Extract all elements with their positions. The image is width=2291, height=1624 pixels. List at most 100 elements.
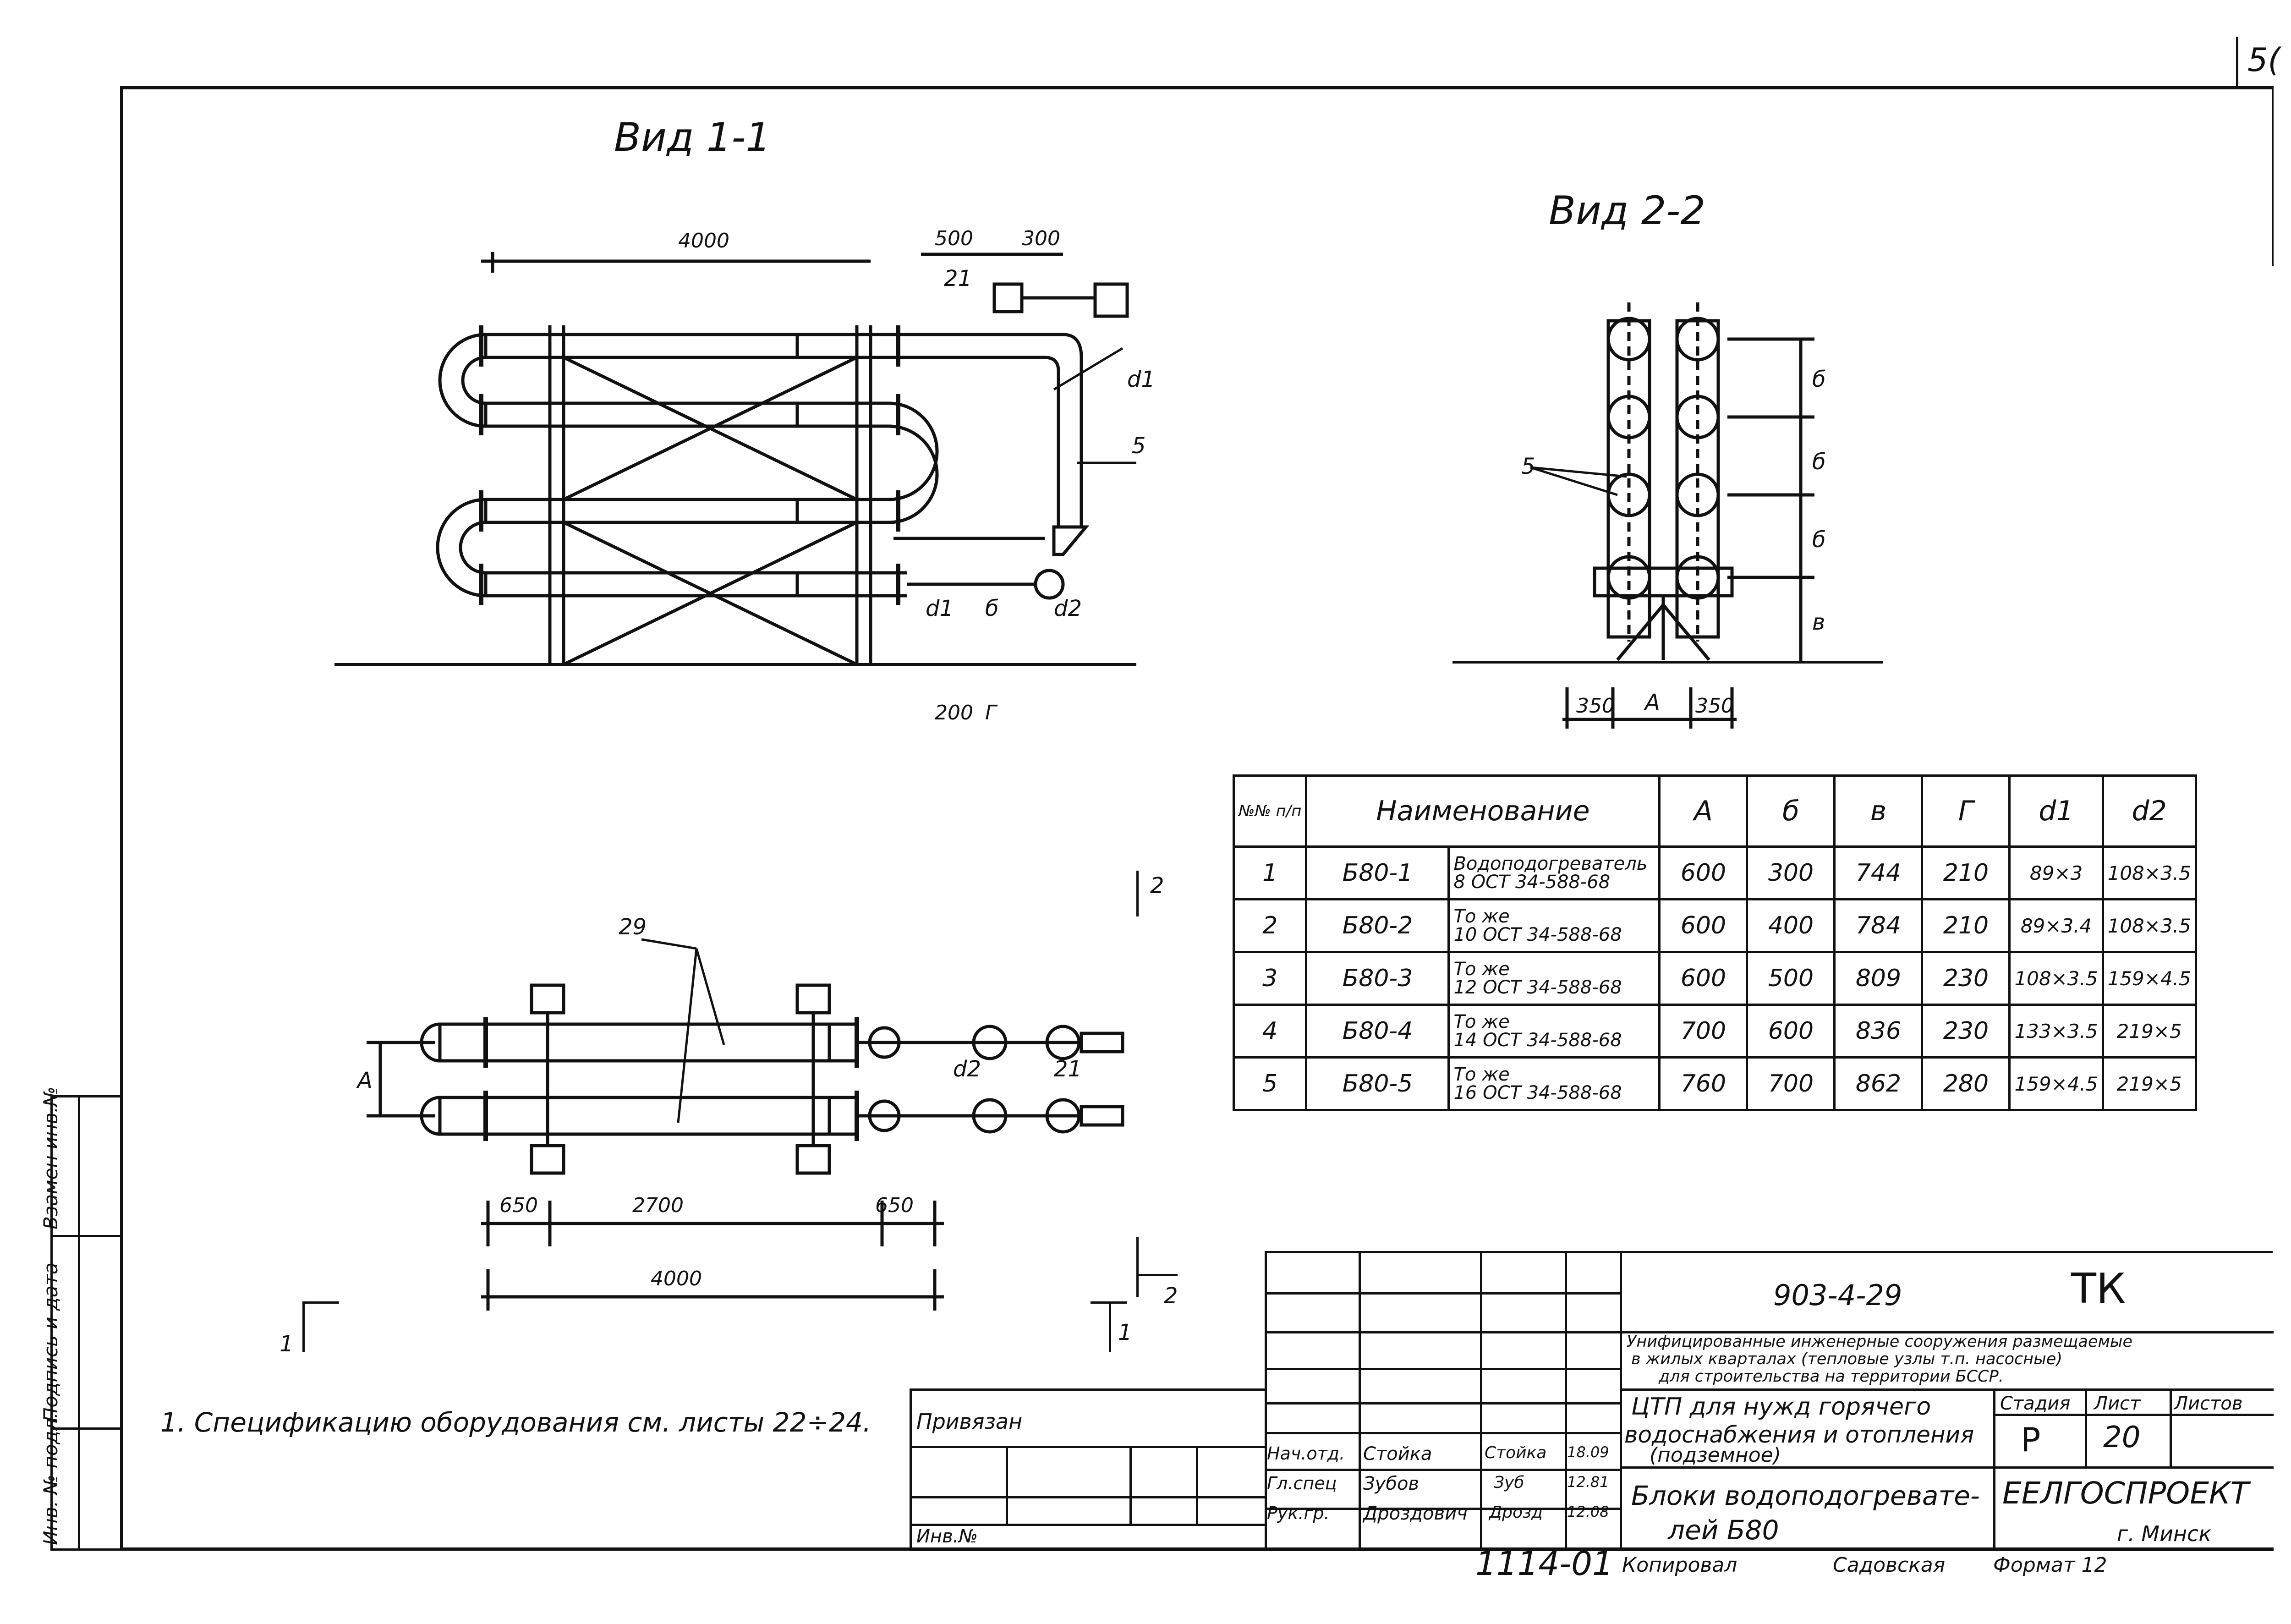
- tb-linked-c1: [1006, 1446, 1008, 1524]
- tube-2: [484, 401, 799, 428]
- header-v: в: [1833, 774, 1924, 848]
- tb-sheet-label: Лист: [2094, 1393, 2141, 1414]
- view-1-label-d2: d2: [1054, 596, 1082, 621]
- tb-main-r3: [1620, 1466, 2274, 1469]
- tb-main-c3: [2170, 1388, 2172, 1466]
- side-signature-label: Подпись и дата: [39, 1262, 62, 1422]
- row-a: 700: [1658, 1004, 1748, 1059]
- tb-city: г. Минск: [2117, 1521, 2212, 1546]
- tb-linked-c2: [1129, 1446, 1132, 1524]
- tb-linked-c3: [1196, 1446, 1198, 1524]
- side-stamp-divider: [78, 1095, 80, 1551]
- tb-archive-number: 1114-01: [1475, 1544, 1613, 1583]
- view-2-drawing: [1452, 302, 1883, 729]
- row-d1: 133×3.5: [2008, 1004, 2104, 1059]
- row-desc-1: То же: [1453, 1064, 1510, 1085]
- row-g: 280: [1921, 1056, 2011, 1111]
- view-2-dim-a: А: [1645, 690, 1660, 715]
- plan-gauge-lower: [1080, 1105, 1124, 1127]
- view-1-label-5: 5: [1132, 433, 1146, 459]
- tb-bottom-line: [910, 1549, 2274, 1551]
- row-code: Б80-5: [1305, 1056, 1450, 1111]
- u-bend-right: [888, 401, 939, 501]
- tb-sign-1: Стойка: [1485, 1443, 1547, 1462]
- row-b: 500: [1746, 951, 1836, 1006]
- tb-left-line: [1265, 1251, 1267, 1551]
- valve-lower: [1034, 569, 1065, 600]
- view-1-dim-200: 200: [935, 701, 973, 724]
- tb-col-4: [1620, 1251, 1622, 1549]
- tb-row-2: [1265, 1331, 1620, 1333]
- tb-main-r2: [1620, 1388, 2274, 1391]
- tb-sign-3: Дрозд: [1489, 1503, 1543, 1522]
- tb-role-1: Нач.отд.: [1267, 1443, 1345, 1464]
- plan-tube-lower: [438, 1096, 831, 1136]
- u-bend-left-lower: [436, 498, 486, 598]
- header-b: б: [1746, 774, 1836, 848]
- tb-main-c2: [2085, 1388, 2087, 1466]
- tb-sheet: 20: [2103, 1421, 2141, 1454]
- page-corner-line: [2236, 37, 2238, 87]
- view-2-dim-350-right: 350: [1695, 694, 1734, 718]
- tb-org: ЕЕЛГОСПРОЕКТ: [2002, 1476, 2249, 1511]
- tb-date-1: 18.09: [1567, 1443, 1609, 1461]
- plan-dim-4000: 4000: [651, 1267, 702, 1290]
- view-1-drawing: [334, 252, 1136, 666]
- row-num: 1: [1232, 845, 1308, 900]
- tb-main-r1: [1620, 1331, 2274, 1333]
- row-d1: 108×3.5: [2008, 951, 2104, 1006]
- side-replaced-label: Взамен инв.№: [39, 1086, 62, 1229]
- tb-role-2: Гл.спец: [1267, 1473, 1337, 1493]
- view-2-label-b1: б: [1812, 367, 1826, 392]
- row-b: 400: [1746, 898, 1836, 953]
- row-num: 5: [1232, 1056, 1308, 1111]
- section-marker-2-bottom: [1136, 1237, 1139, 1297]
- tb-date-3: 12.08: [1567, 1503, 1609, 1520]
- tb-row-1: [1265, 1292, 1620, 1295]
- page-corner-right-line: [2272, 87, 2274, 266]
- row-a: 600: [1658, 845, 1748, 900]
- row-d2: 219×5: [2101, 1056, 2197, 1111]
- row-g: 210: [1921, 898, 2011, 953]
- view-1-label-b: б: [985, 596, 999, 621]
- tb-col-2: [1480, 1251, 1482, 1549]
- tb-row-5: [1265, 1432, 1620, 1434]
- view-1-title: Вид 1-1: [614, 115, 771, 160]
- tb-inv-label: Инв.№: [916, 1526, 978, 1547]
- tb-row-7: [1265, 1508, 1620, 1510]
- row-b: 700: [1746, 1056, 1836, 1111]
- row-a: 600: [1658, 898, 1748, 953]
- riser-pipe: [907, 333, 1083, 527]
- tb-project-1: Унифицированные инженерные сооружения ра…: [1627, 1333, 2133, 1351]
- page-number: 5(: [2247, 41, 2280, 79]
- view-2-label-b3: б: [1812, 527, 1826, 553]
- row-desc-1: То же: [1453, 959, 1510, 980]
- section-marker-1-right-stem: [1109, 1301, 1111, 1352]
- tb-linked-top: [910, 1388, 1265, 1391]
- side-cell-inventory: Инв. № подл.: [39, 1412, 120, 1551]
- plan-dim-650-left: 650: [499, 1194, 538, 1217]
- tube-1: [484, 333, 799, 359]
- tb-name-2: Зубов: [1363, 1473, 1420, 1494]
- tb-name-3: Дроздович: [1363, 1503, 1468, 1524]
- tb-name-1: Стойка: [1363, 1443, 1432, 1465]
- plan-dim-2700: 2700: [632, 1194, 684, 1217]
- section-marker-2-top: [1136, 871, 1139, 916]
- row-d2: 159×4.5: [2101, 951, 2197, 1006]
- tb-sign-2: Зуб: [1494, 1473, 1524, 1492]
- equipment-note: 1. Спецификацию оборудования см. листы 2…: [160, 1407, 871, 1438]
- tb-sheet-title-2: лей Б80: [1668, 1514, 1779, 1546]
- tb-row-6: [1265, 1469, 1620, 1471]
- header-a: А: [1658, 774, 1748, 848]
- row-d2: 219×5: [2101, 1004, 2197, 1059]
- view-1-dim-500: 500: [935, 227, 973, 250]
- view-2-label-v: в: [1812, 609, 1825, 635]
- row-num: 3: [1232, 951, 1308, 1006]
- tb-linked-left: [910, 1388, 912, 1551]
- tb-row-3: [1265, 1368, 1620, 1370]
- section-mark-2-top: 2: [1150, 873, 1164, 899]
- tb-top-line: [1265, 1251, 2273, 1253]
